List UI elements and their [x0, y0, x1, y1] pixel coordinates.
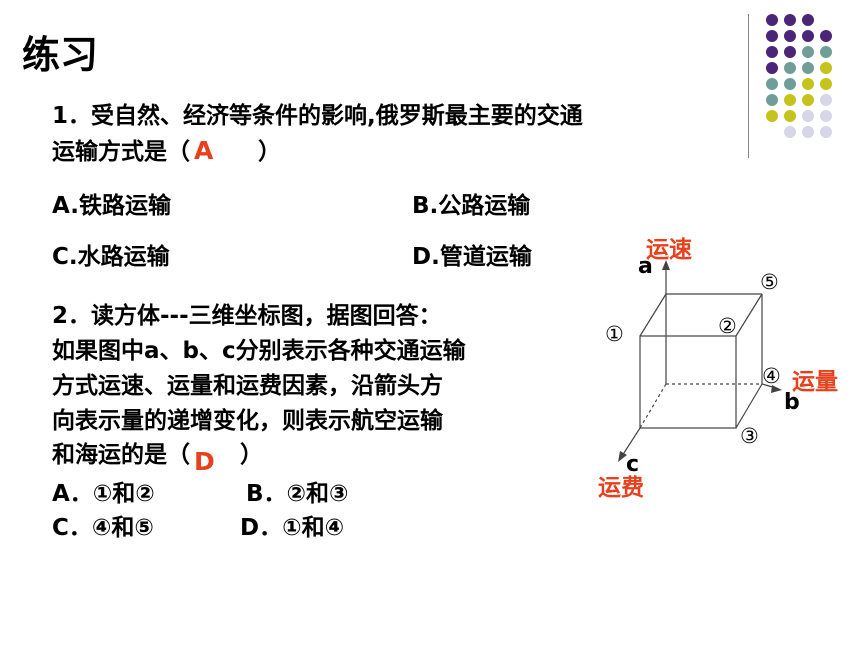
q2-line2: 如果图中a、b、c分别表示各种交通运输 — [52, 338, 466, 364]
point-3: ③ — [740, 424, 759, 448]
q2-option-d: D．①和④ — [240, 515, 345, 541]
axis-c-line — [621, 427, 641, 457]
decor-dot — [802, 126, 814, 138]
cube-edge — [735, 293, 763, 337]
decor-dot — [766, 62, 778, 74]
axis-c-arrow — [618, 451, 627, 462]
decor-dot — [766, 110, 778, 122]
q2-option-a: A．①和② — [52, 481, 155, 507]
axis-b-arrow — [771, 385, 782, 393]
q1-line1: 1．受自然、经济等条件的影响,俄罗斯最主要的交通 — [52, 103, 583, 129]
decor-dot — [784, 30, 796, 42]
decor-dot — [802, 94, 814, 106]
label-speed: 运速 — [646, 237, 692, 263]
cube-edge — [735, 383, 763, 429]
decor-dot — [820, 62, 832, 74]
q2-line4: 向表示量的递增变化，则表示航空运输 — [52, 408, 443, 434]
axis-c-letter: c — [626, 452, 640, 477]
decor-dot — [820, 78, 832, 90]
cube-hidden-edge — [639, 383, 667, 429]
decor-dot — [784, 110, 796, 122]
decor-dot — [766, 94, 778, 106]
axis-a-letter: a — [638, 254, 653, 279]
decor-dot — [766, 14, 778, 26]
decor-dot — [784, 126, 796, 138]
q2-line5: 和海运的是（D ） — [52, 438, 263, 476]
point-2: ② — [718, 314, 737, 338]
axis-b-letter: b — [784, 390, 800, 415]
q1-line2-suffix: ） — [258, 139, 281, 165]
q2-line3: 方式运速、运量和运费因素，沿箭头方 — [52, 373, 443, 399]
q1-answer: A — [194, 136, 214, 165]
point-5: ⑤ — [760, 270, 779, 294]
q2-line5-suffix: ） — [240, 442, 263, 468]
decor-dot — [820, 94, 832, 106]
q2-answer: D — [194, 447, 215, 476]
label-volume: 运量 — [792, 369, 838, 395]
page-title: 练习 — [22, 33, 99, 77]
decor-dot — [784, 62, 796, 74]
q1-line2-prefix: 运输方式是（ — [52, 139, 190, 165]
q1-option-b: B.公路运输 — [412, 193, 531, 219]
cube-edge — [639, 335, 737, 429]
axis-a-arrow — [662, 260, 670, 270]
decor-dot — [784, 14, 796, 26]
cube-edge — [639, 293, 667, 337]
decor-dot — [820, 46, 832, 58]
decor-dot — [766, 46, 778, 58]
decor-dot — [784, 78, 796, 90]
point-1: ① — [605, 322, 624, 346]
q2-line1: 2．读方体---三维坐标图，据图回答： — [52, 303, 442, 329]
q2-line5-prefix: 和海运的是（ — [52, 442, 190, 468]
decor-dot — [820, 110, 832, 122]
decor-dot — [802, 78, 814, 90]
q1-line2: 运输方式是（A ） — [52, 135, 281, 168]
q1-option-d: D.管道运输 — [412, 244, 532, 270]
point-4: ④ — [762, 364, 781, 388]
q1-option-c: C.水路运输 — [52, 244, 170, 270]
divider-line — [748, 14, 749, 158]
decor-dot — [820, 126, 832, 138]
decor-dot — [802, 46, 814, 58]
decor-dot — [784, 46, 796, 58]
q2-option-c: C．④和⑤ — [52, 515, 154, 541]
decor-dot — [802, 14, 814, 26]
decor-dot — [766, 30, 778, 42]
q1-option-a: A.铁路运输 — [52, 193, 171, 219]
label-cost: 运费 — [598, 475, 644, 501]
q2-option-b: B．②和③ — [246, 481, 349, 507]
decor-dot — [820, 30, 832, 42]
decor-dot — [784, 94, 796, 106]
decor-dot — [802, 110, 814, 122]
decor-dot — [802, 30, 814, 42]
decor-dot — [766, 78, 778, 90]
decor-dot — [802, 62, 814, 74]
